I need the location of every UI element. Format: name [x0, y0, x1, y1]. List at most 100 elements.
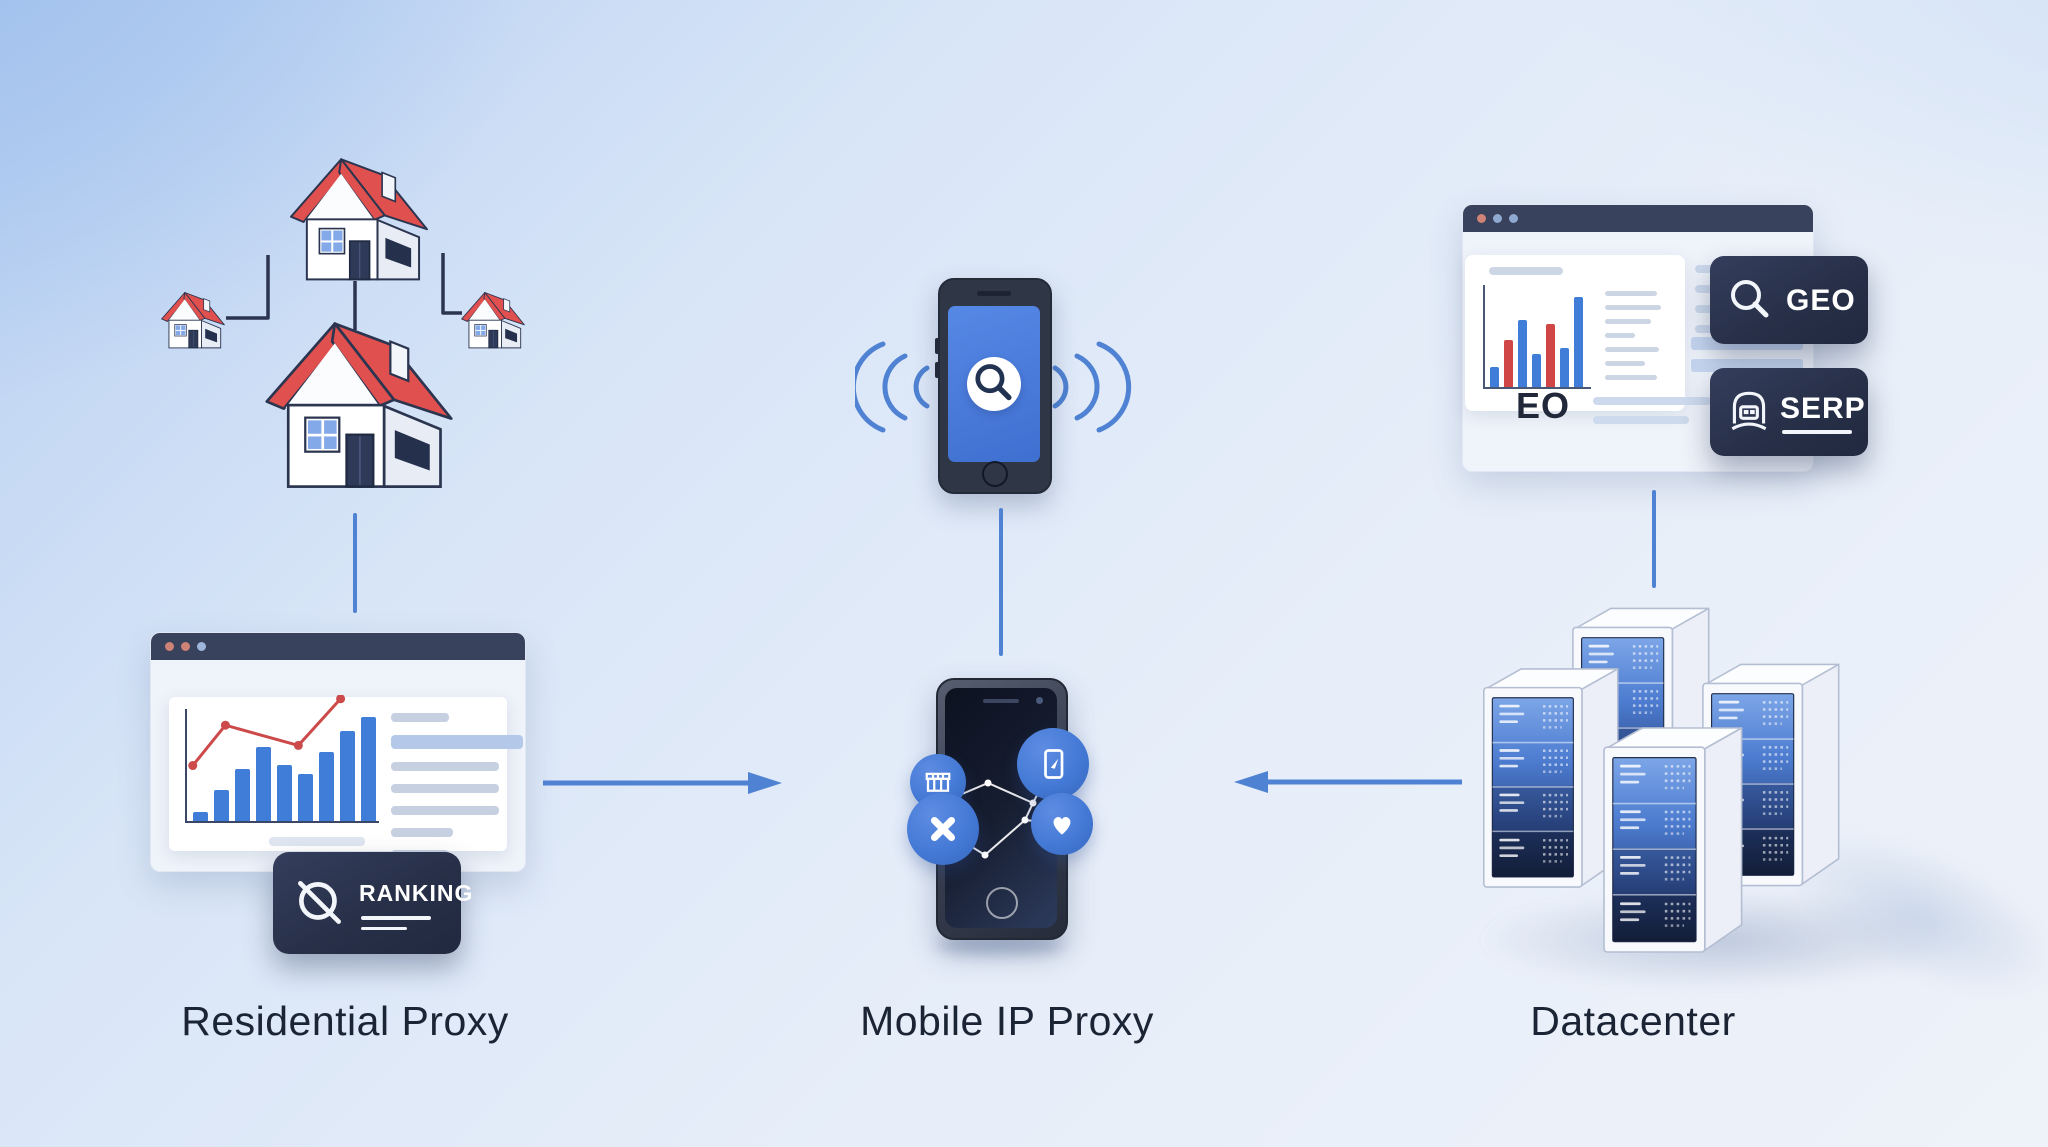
ranking-trend-line: [188, 695, 346, 771]
storefront-icon: [925, 772, 951, 792]
chart-bar: [319, 751, 334, 821]
phone-side-button: [935, 362, 939, 378]
browser-titlebar: [151, 633, 525, 660]
ranking-underline: [361, 916, 431, 920]
chart-bar: [1574, 297, 1583, 387]
ranking-badge-label: RANKING: [359, 880, 474, 906]
chart-bar: [340, 731, 355, 821]
ranking-underline: [361, 926, 407, 930]
ranking-badge-underlines: [361, 916, 431, 937]
house-icon: [158, 290, 228, 351]
serp-chart: [1483, 285, 1591, 389]
ranking-badge: RANKING: [273, 852, 472, 954]
chart-bar: [1490, 366, 1499, 387]
chart-bar: [1560, 348, 1569, 387]
ranking-browser-window: [150, 632, 526, 872]
text-line-placeholder: [391, 784, 499, 793]
search-phone: [935, 278, 1052, 494]
chart-bar: [193, 812, 208, 821]
arrow-residential-to-mobile: [543, 772, 782, 794]
phone-side-button: [935, 338, 939, 354]
chart-bar: [1532, 354, 1541, 387]
chart-bar: [214, 789, 229, 821]
house-network-connectors: [226, 253, 462, 330]
text-line-placeholder: [1593, 416, 1689, 424]
text-line-placeholder: [1605, 319, 1651, 324]
heart-icon: [1053, 816, 1071, 835]
text-line-placeholder: [1605, 305, 1661, 310]
home-button: [982, 461, 1008, 487]
window-dot: [1509, 214, 1518, 223]
house-icon: [458, 290, 528, 351]
window-dot: [181, 642, 190, 651]
phone-screen: [948, 306, 1040, 462]
window-control-dots: [1477, 214, 1518, 223]
ranking-chart-bars: [193, 709, 379, 821]
residential-proxy-label: Residential Proxy: [181, 998, 509, 1044]
window-dot: [197, 642, 206, 651]
window-dot: [1493, 214, 1502, 223]
camera-dot: [1036, 697, 1043, 704]
text-line-placeholder: [1605, 333, 1635, 338]
text-line-placeholder: [391, 713, 449, 722]
text-line-placeholder: [1593, 397, 1711, 405]
server-tower-icon: [1596, 698, 1748, 982]
geo-badge: GEO: [1710, 256, 1868, 344]
phone-send-bubble: [1017, 728, 1089, 800]
text-line-placeholder: [1605, 347, 1659, 352]
cross-x-icon: [930, 816, 956, 842]
browser-titlebar: [1463, 205, 1813, 232]
text-line-placeholder: [391, 828, 453, 837]
phone-send-icon: [1044, 749, 1064, 779]
phone-speaker: [983, 699, 1019, 703]
ranking-chart: [185, 695, 379, 823]
text-line-placeholder: [391, 762, 499, 771]
datacenter-label: Datacenter: [1530, 998, 1736, 1044]
phone-ground-shadow: [936, 936, 1064, 954]
window-dot: [165, 642, 174, 651]
house-icon: [283, 154, 435, 286]
signal-waves-icon: [855, 341, 1132, 433]
chart-bar: [1518, 319, 1527, 387]
cross-x-bubble: [907, 793, 979, 865]
text-line-placeholder: [1605, 375, 1657, 380]
window-dot: [1477, 214, 1486, 223]
text-line-placeholder: [1605, 361, 1645, 366]
scrollbar-strip: [269, 837, 365, 846]
search-slash-icon: [297, 880, 341, 924]
serp-badge: SERP: [1710, 368, 1868, 456]
chart-bar: [361, 716, 376, 821]
connector-phone-to-phone: [999, 508, 1003, 656]
connector-browser-to-servers: [1652, 490, 1656, 588]
card-text-lines: [1605, 291, 1661, 389]
search-icon: [1731, 280, 1769, 318]
chart-bar: [1546, 323, 1555, 387]
text-line-placeholder: [1605, 291, 1657, 296]
analytics-card: [169, 695, 523, 859]
geo-badge-label: GEO: [1786, 284, 1856, 317]
window-control-dots: [165, 642, 206, 651]
result-text-lines: [391, 713, 523, 872]
serp-badge-label: SERP: [1780, 392, 1866, 425]
incognito-icon: [1731, 391, 1767, 431]
chart-bar: [298, 773, 313, 821]
card-title-bar: [1489, 267, 1563, 275]
connector-houses-to-browser: [353, 513, 357, 613]
partial-seo-text: EO: [1516, 385, 1571, 426]
chart-bar: [277, 765, 292, 821]
text-line-placeholder: [391, 806, 499, 815]
serp-report-card: [1465, 255, 1685, 411]
phone-speaker: [977, 291, 1011, 296]
house-icon: [256, 316, 462, 496]
search-icon: [975, 364, 1012, 401]
arrow-datacenter-to-mobile: [1234, 771, 1462, 793]
heart-bubble: [1031, 793, 1093, 855]
chart-bar: [1504, 340, 1513, 387]
serp-chart-bars: [1490, 285, 1591, 387]
search-circle: [967, 357, 1021, 411]
text-line-placeholder: [391, 735, 523, 749]
page-bottom-lines: [1593, 397, 1711, 435]
chart-bar: [256, 747, 271, 821]
mobile-ip-proxy-label: Mobile IP Proxy: [860, 998, 1154, 1044]
